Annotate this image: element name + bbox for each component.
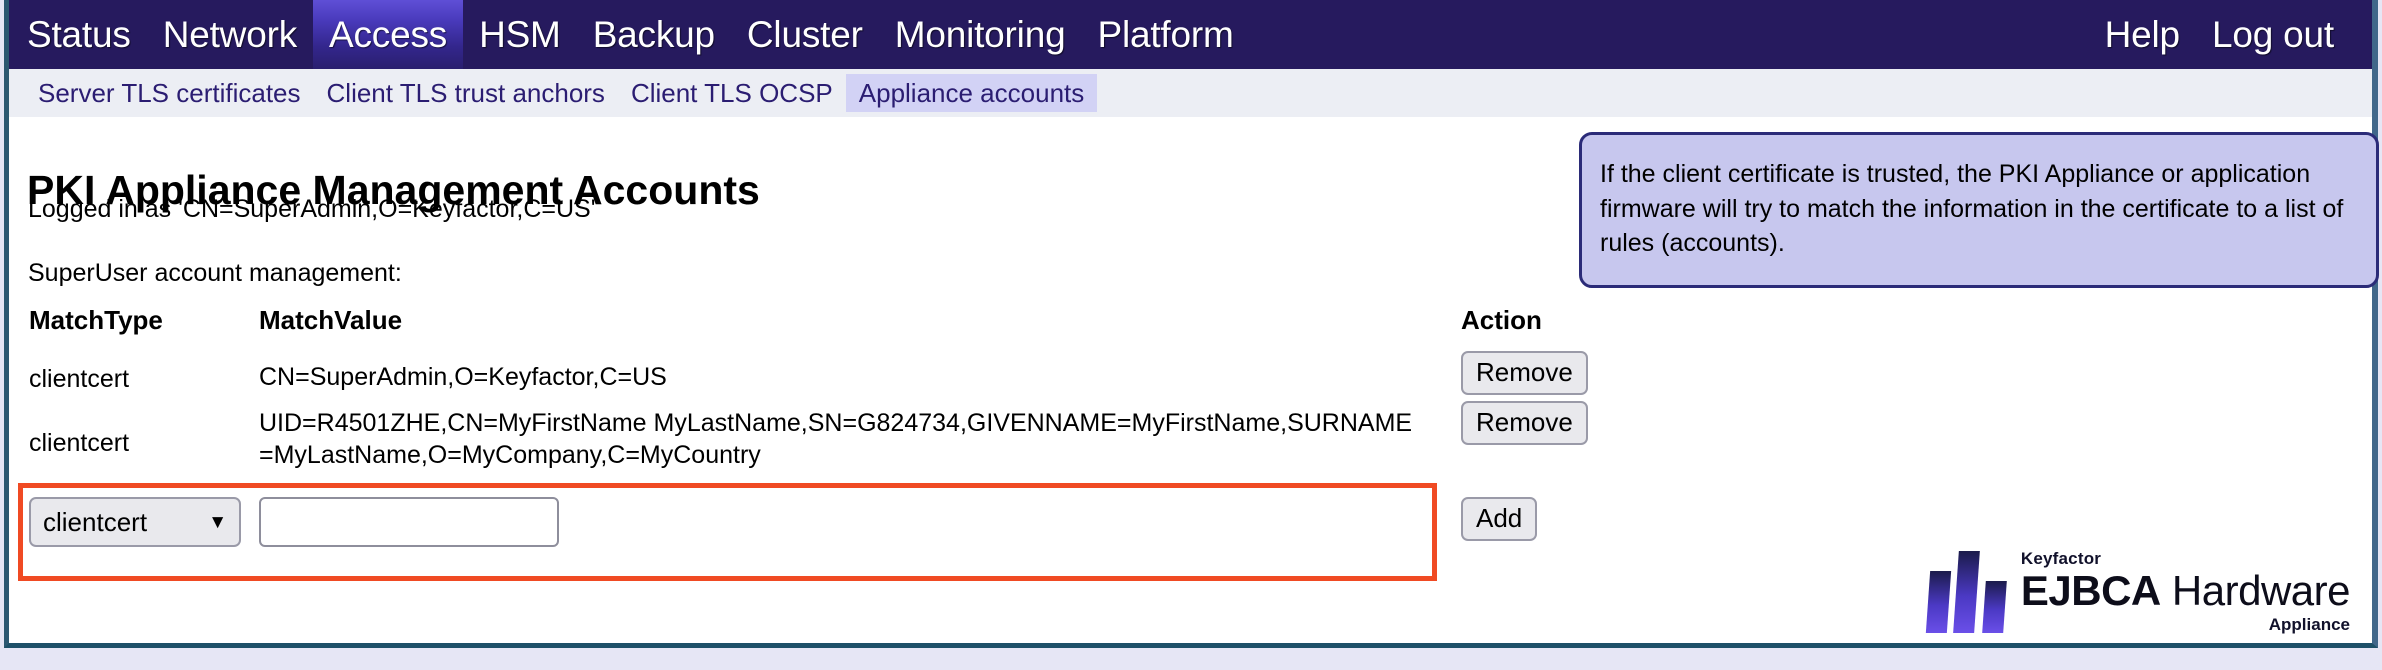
subnav-item-client-tls-trust-anchors[interactable]: Client TLS trust anchors	[326, 78, 605, 108]
subnav-item-server-tls-certificates[interactable]: Server TLS certificates	[38, 78, 301, 108]
cell-action: Remove	[1461, 401, 1588, 445]
match-type-select-value: clientcert	[43, 506, 148, 537]
logo-bars-icon	[1925, 551, 2007, 633]
match-type-select[interactable]: clientcert ▼	[29, 497, 241, 547]
cell-matchtype: clientcert	[29, 429, 130, 457]
nav-item-backup[interactable]: Backup	[592, 14, 715, 55]
logo-wordmark: Keyfactor EJBCA Hardware Appliance	[2020, 549, 2351, 634]
section-label-superuser-account-management: SuperUser account management:	[28, 259, 402, 287]
logo-product-thin: Hardware	[2171, 567, 2351, 614]
cell-matchtype: clientcert	[29, 365, 130, 393]
add-account-form: clientcert ▼ Add	[9, 497, 1709, 557]
column-header-action: Action	[1461, 305, 1542, 335]
accounts-table: MatchType MatchValue Action clientcert C…	[9, 307, 1709, 477]
subnav-item-appliance-accounts[interactable]: Appliance accounts	[845, 74, 1098, 112]
table-row: clientcert CN=SuperAdmin,O=Keyfactor,C=U…	[9, 351, 1709, 401]
keyfactor-ejbca-logo: Keyfactor EJBCA Hardware Appliance	[1925, 549, 2351, 634]
logo-suffix-text: Appliance	[2268, 615, 2350, 634]
add-button[interactable]: Add	[1461, 497, 1538, 541]
logged-in-identity: Logged in as 'CN=SuperAdmin,O=Keyfactor,…	[28, 195, 596, 223]
cell-action: Remove	[1461, 351, 1588, 395]
main-content: PKI Appliance Management Accounts Logged…	[9, 117, 2379, 643]
logo-product-bold: EJBCA	[2020, 567, 2161, 614]
nav-item-help[interactable]: Help	[2104, 14, 2180, 55]
cell-matchvalue: CN=SuperAdmin,O=Keyfactor,C=US	[259, 363, 667, 391]
nav-item-monitoring[interactable]: Monitoring	[894, 14, 1066, 55]
match-value-input[interactable]	[259, 497, 559, 547]
remove-button[interactable]: Remove	[1461, 351, 1588, 395]
subnav-item-client-tls-ocsp[interactable]: Client TLS OCSP	[630, 78, 833, 108]
column-header-matchtype: MatchType	[29, 305, 163, 335]
nav-item-log-out[interactable]: Log out	[2211, 14, 2334, 55]
cell-matchvalue: UID=R4501ZHE,CN=MyFirstName MyLastName,S…	[259, 409, 1413, 469]
nav-item-network[interactable]: Network	[162, 14, 297, 55]
logo-product-text: EJBCA Hardware	[2020, 567, 2351, 614]
nav-item-platform[interactable]: Platform	[1097, 14, 1234, 55]
table-header-row: MatchType MatchValue Action	[9, 307, 1709, 351]
top-navigation-bar: Status Network Access HSM Backup Cluster…	[9, 0, 2372, 69]
page-title: PKI Appliance Management Accounts	[27, 167, 760, 214]
remove-button[interactable]: Remove	[1461, 401, 1588, 445]
sub-navigation-bar: Server TLS certificates Client TLS trust…	[9, 69, 2372, 117]
nav-item-hsm[interactable]: HSM	[479, 14, 561, 55]
info-callout-text: If the client certificate is trusted, th…	[1600, 160, 2344, 257]
info-callout: If the client certificate is trusted, th…	[1579, 132, 2379, 288]
nav-item-status[interactable]: Status	[27, 14, 131, 55]
nav-item-cluster[interactable]: Cluster	[746, 14, 863, 55]
top-nav-primary-group: Status Network Access HSM Backup Cluster…	[9, 0, 1250, 69]
column-header-matchvalue: MatchValue	[259, 305, 403, 335]
chevron-down-icon: ▼	[208, 511, 227, 533]
logo-brand-text: Keyfactor	[2020, 549, 2102, 568]
table-row: clientcert UID=R4501ZHE,CN=MyFirstName M…	[9, 401, 1709, 477]
app-frame: Status Network Access HSM Backup Cluster…	[4, 0, 2379, 648]
nav-item-access[interactable]: Access	[313, 0, 464, 69]
top-nav-secondary-group: Help Log out	[2089, 0, 2372, 69]
